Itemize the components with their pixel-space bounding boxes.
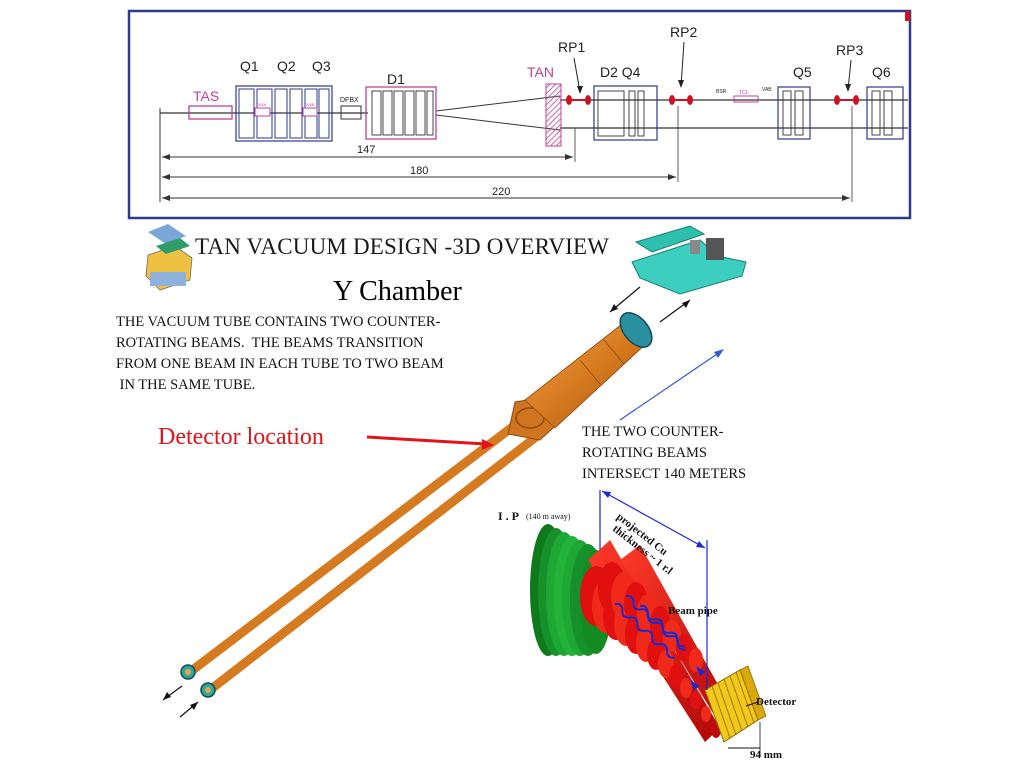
- rp2-pointer-head: [678, 80, 684, 88]
- beam-diverge-upper: [435, 95, 561, 112]
- rp2-station: [669, 95, 693, 105]
- rp2-label: RP2: [670, 24, 697, 40]
- d1-module-2: [382, 90, 393, 136]
- q6-coil-a: [871, 90, 881, 136]
- d1-module-3: [393, 90, 404, 136]
- photon-path-3: [639, 604, 685, 648]
- tasa-label: TASA: [256, 102, 266, 107]
- rp3-label: RP3: [836, 42, 863, 58]
- q6-label: Q6: [872, 64, 891, 80]
- tan-label: TAN: [527, 64, 554, 80]
- intersect-note: THE TWO COUNTER- ROTATING BEAMS INTERSEC…: [582, 424, 747, 482]
- y-chamber-label: Y Chamber: [333, 276, 462, 307]
- d1-module-4: [404, 90, 415, 136]
- q2-coil-a: [274, 88, 288, 139]
- rp2-pointer: [680, 41, 685, 87]
- tcl-label: TCL: [739, 90, 749, 96]
- detector-location-pointer-head: [482, 439, 494, 450]
- tan-absorber: [545, 83, 562, 147]
- dim-147-label: 147: [357, 144, 375, 156]
- d1-module-1: [371, 90, 382, 136]
- q5-coil-a: [782, 90, 792, 136]
- frame-corner-mark: [905, 11, 910, 21]
- tasb-label: TASB: [304, 102, 314, 107]
- dim-180: [162, 174, 676, 180]
- triplet-box: [235, 85, 333, 142]
- beam-pipe-label: Beam pipe: [668, 605, 718, 617]
- photon-path-1: [614, 602, 675, 659]
- rp3-station: [834, 95, 859, 105]
- q1-label: Q1: [240, 58, 259, 74]
- tan-thumbnail-left: [145, 224, 193, 291]
- d1-magnet: [365, 86, 437, 140]
- bsr-label: BSR: [716, 89, 727, 95]
- detector-location-label: Detector location: [158, 424, 324, 450]
- q3-coil-b: [318, 88, 330, 139]
- rp1-station: [566, 95, 591, 105]
- d1-module-6: [426, 90, 434, 136]
- vab-label: VAB: [762, 87, 772, 93]
- q6-coil-b: [883, 90, 893, 136]
- dim-180-label: 180: [410, 165, 428, 177]
- rp3-pointer-head: [845, 84, 851, 92]
- d2-q4-box: [593, 85, 658, 141]
- cu-dim-line: [601, 490, 706, 549]
- vacuum-tube-assembly: [180, 312, 653, 698]
- tas-absorber: [188, 105, 233, 120]
- beam-tube-right: [205, 425, 550, 695]
- size-label: 94 mm: [750, 749, 782, 761]
- q2-label: Q2: [277, 58, 296, 74]
- detector-label: Detector: [756, 696, 796, 708]
- ip-label: I . P: [498, 509, 519, 523]
- detector-pointer: [745, 701, 759, 707]
- overview-title: TAN VACUUM DESIGN -3D OVERVIEW: [195, 234, 610, 259]
- beamline-schematic: TAS TASA TASB Q1 Q2 Q3 DFBX D1: [127, 9, 912, 220]
- beam-tube-left: [185, 420, 520, 677]
- detector-cutaway: [530, 490, 767, 756]
- d1-label: D1: [387, 71, 405, 87]
- q5-coil-b: [794, 90, 804, 136]
- beam-direction-arrows: [162, 286, 691, 718]
- tasb-box: [302, 107, 318, 117]
- tcl-box: [733, 95, 759, 103]
- detector-location-pointer: [366, 435, 487, 446]
- d2-q4-label: D2 Q4: [600, 64, 641, 80]
- d1-module-5: [415, 90, 426, 136]
- detector-block: [704, 665, 767, 743]
- intersect-pointer-head: [714, 349, 724, 358]
- upstream-flange: [619, 312, 653, 348]
- dfbx-box: [340, 105, 362, 120]
- dfbx-label: DFBX: [340, 97, 359, 104]
- q3-label: Q3: [312, 58, 331, 74]
- rp1-label: RP1: [558, 39, 585, 55]
- q5-box: [777, 86, 811, 140]
- q1-coil-a: [238, 88, 255, 139]
- q5-label: Q5: [793, 64, 812, 80]
- q6-box: [866, 86, 904, 140]
- rp1-pointer-head: [577, 86, 583, 94]
- tasa-box: [254, 107, 271, 117]
- dim-220: [162, 195, 850, 201]
- dim-147: [162, 154, 573, 160]
- tas-label: TAS: [193, 88, 219, 104]
- ip-distance-label: (140 m away): [526, 512, 571, 521]
- q4-coil-b: [637, 90, 645, 137]
- intersect-pointer: [619, 351, 721, 421]
- q4-coil-a: [628, 90, 636, 137]
- q2-coil-b: [289, 88, 303, 139]
- vacuum-tube-description: THE VACUUM TUBE CONTAINS TWO COUNTER- RO…: [116, 314, 444, 393]
- dim-220-label: 220: [492, 186, 510, 198]
- tan-thumbnail-right: [631, 225, 747, 295]
- beam-diverge-lower: [435, 114, 561, 131]
- d2-magnet: [597, 90, 625, 137]
